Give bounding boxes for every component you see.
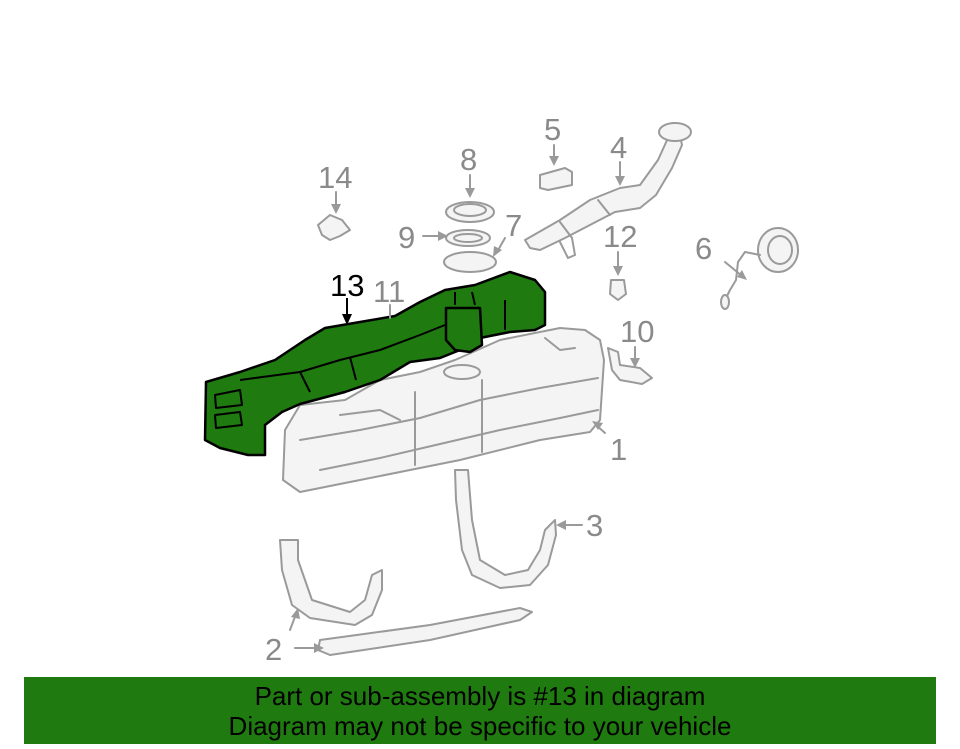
callout-10: 10 <box>620 314 654 349</box>
callout-5: 5 <box>544 112 561 147</box>
banner-line-2: Diagram may not be specific to your vehi… <box>228 711 732 741</box>
callout-9: 9 <box>398 220 415 255</box>
leader-arrows <box>289 144 747 653</box>
part-3-strap <box>454 469 557 589</box>
callout-11: 11 <box>373 274 405 309</box>
callout-8: 8 <box>460 142 477 177</box>
part-1-fuel-tank <box>282 327 605 493</box>
callout-6: 6 <box>695 231 712 266</box>
part-8-lock-ring <box>445 201 495 223</box>
callout-2: 2 <box>265 632 282 667</box>
part-9-seal <box>445 229 491 247</box>
part-13-shield-highlighted <box>203 270 547 457</box>
callout-1: 1 <box>610 432 627 467</box>
part-7-sender <box>443 251 497 273</box>
banner-line-1: Part or sub-assembly is #13 in diagram <box>254 681 706 711</box>
part-4-filler-neck <box>524 122 692 259</box>
highlight-notice-banner: Part or sub-assembly is #13 in diagram D… <box>24 677 936 744</box>
callout-13: 13 <box>330 268 364 303</box>
part-2-strap <box>279 539 533 656</box>
part-10-bracket <box>607 347 653 385</box>
part-12-clip <box>609 279 627 301</box>
callout-7: 7 <box>505 208 522 243</box>
part-14-clip <box>317 214 351 241</box>
callout-4: 4 <box>610 130 627 165</box>
callout-12: 12 <box>603 219 637 254</box>
part-6-fuel-cap <box>720 227 799 310</box>
callout-14: 14 <box>318 160 352 195</box>
part-5-bracket <box>539 167 573 191</box>
callout-3: 3 <box>586 508 603 543</box>
